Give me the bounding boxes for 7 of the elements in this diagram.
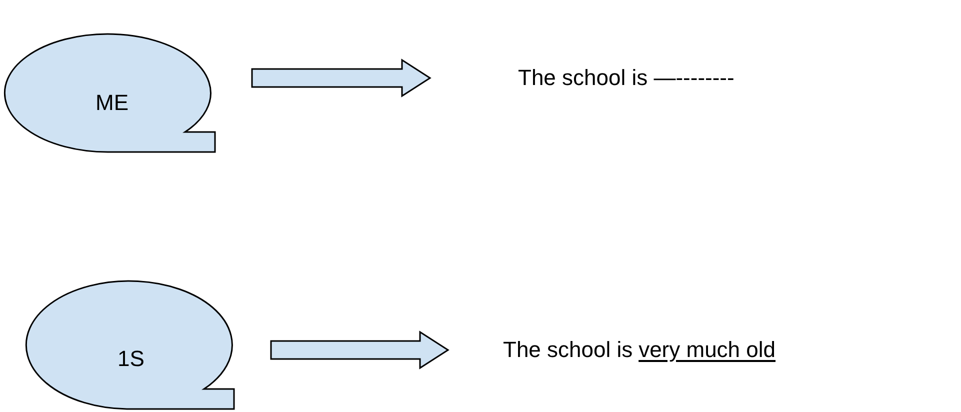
bubble-label: 1S — [116, 348, 146, 370]
block-arrow — [251, 58, 432, 98]
block-arrow — [270, 330, 450, 370]
underlined-answer: very much old — [638, 337, 776, 363]
bubble-label: ME — [94, 92, 130, 114]
sentence-text: The school is —-------- — [518, 65, 734, 91]
sentence-text: The school is — [503, 337, 633, 363]
